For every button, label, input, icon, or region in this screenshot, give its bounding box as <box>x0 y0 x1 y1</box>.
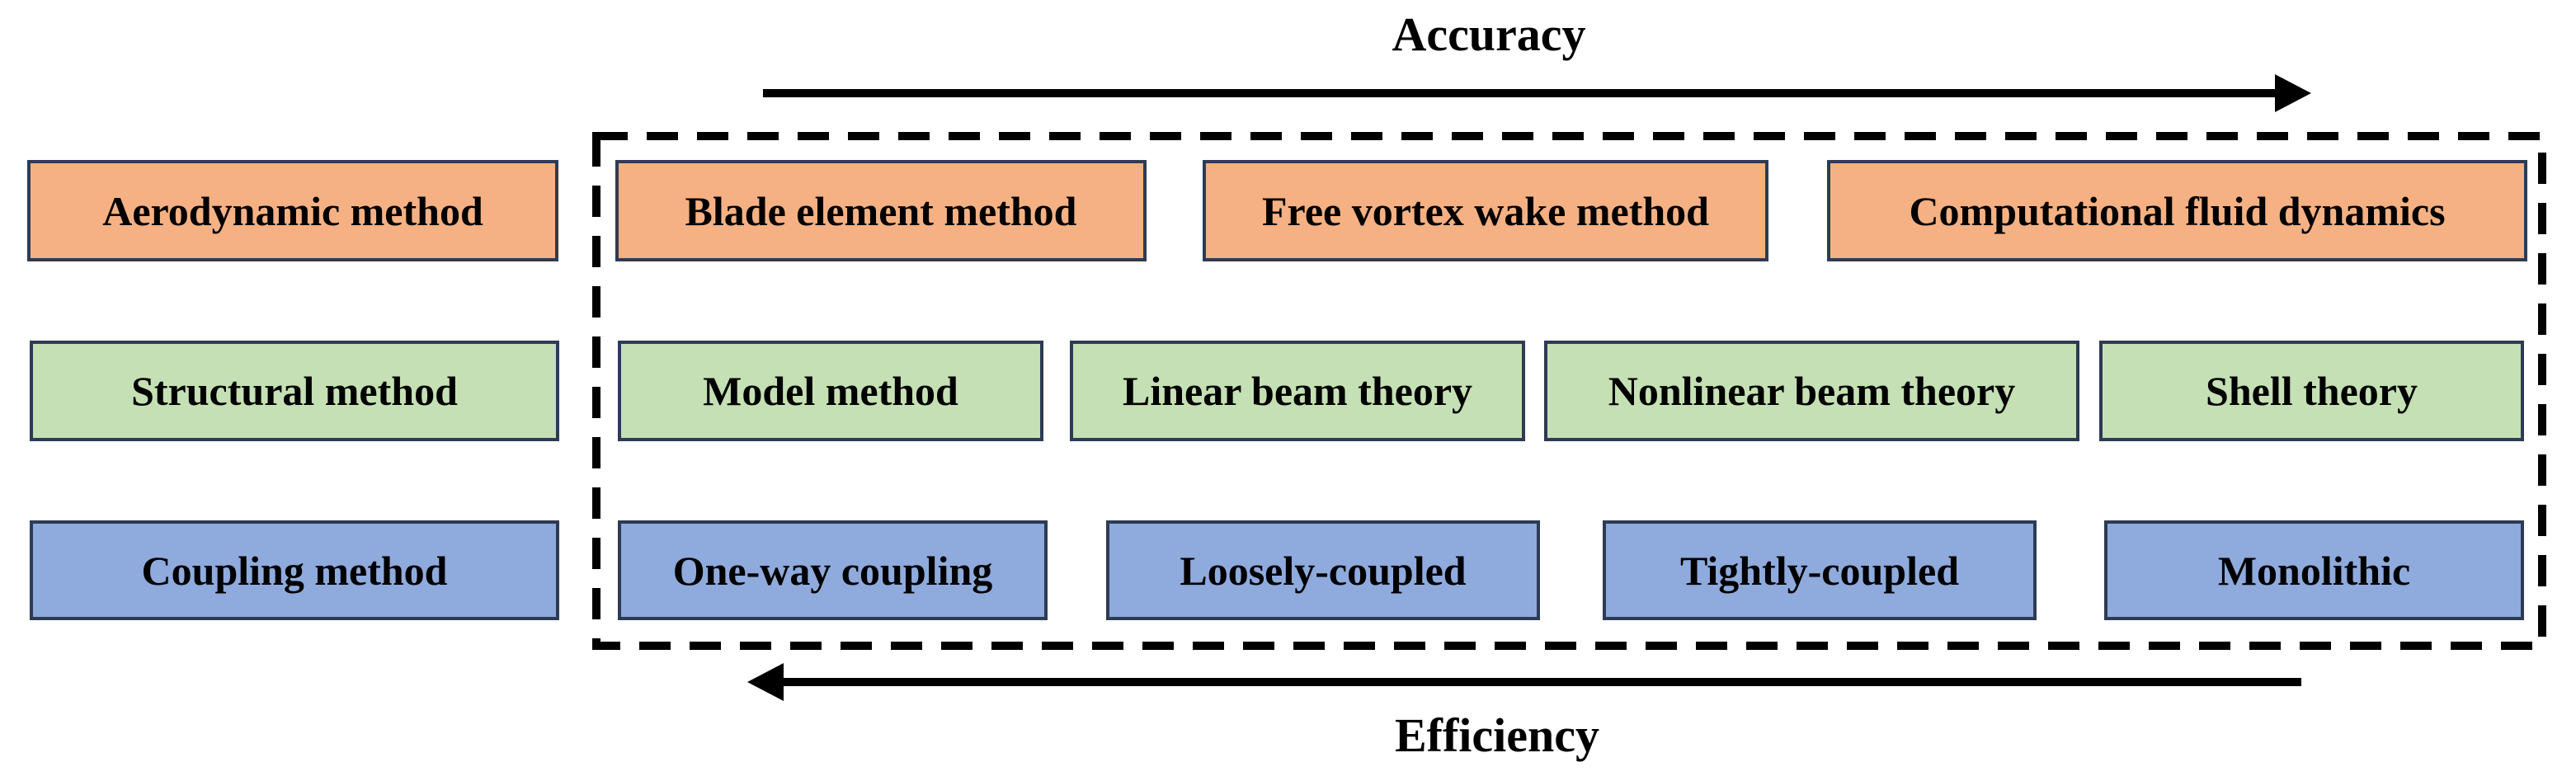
box-blade-element-method: Blade element method <box>615 160 1147 261</box>
dashed-region-border <box>592 132 2546 650</box>
box-computational-fluid-dynamics: Computational fluid dynamics <box>1827 160 2527 261</box>
box-shell-theory: Shell theory <box>2099 341 2524 441</box>
box-free-vortex-wake-method: Free vortex wake method <box>1203 160 1768 261</box>
box-linear-beam-theory: Linear beam theory <box>1070 341 1525 441</box>
box-one-way-coupling: One-way coupling <box>618 520 1048 620</box>
accuracy-arrowhead-icon <box>2275 74 2311 112</box>
box-monolithic: Monolithic <box>2104 520 2524 620</box>
category-box-coupling-method: Coupling method <box>30 520 559 620</box>
box-loosely-coupled: Loosely-coupled <box>1106 520 1540 620</box>
accuracy-axis-label: Accuracy <box>1392 7 1586 61</box>
category-box-aerodynamic-method: Aerodynamic method <box>27 160 558 261</box>
efficiency-arrowhead-icon <box>747 663 784 701</box>
category-box-structural-method: Structural method <box>30 341 559 441</box>
efficiency-axis-label: Efficiency <box>1394 708 1600 762</box>
box-nonlinear-beam-theory: Nonlinear beam theory <box>1544 341 2079 441</box>
box-tightly-coupled: Tightly-coupled <box>1603 520 2037 620</box>
box-model-method: Model method <box>618 341 1043 441</box>
